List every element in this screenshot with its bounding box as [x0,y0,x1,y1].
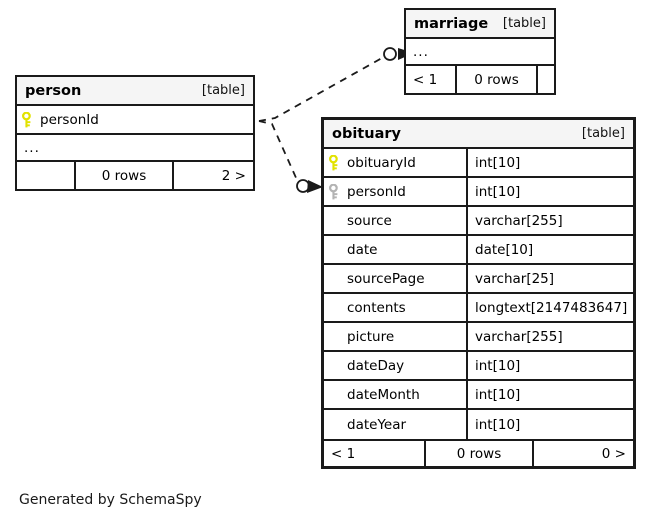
column-name: contents [347,299,406,316]
table-obituary-column-personId[interactable]: personId int[10] [324,178,633,207]
edge-line-person-marriage [258,57,383,122]
table-person-footer: 0 rows 2 > [17,162,253,189]
key-placeholder [324,236,344,263]
key-placeholder [324,294,344,321]
column-type: varchar[255] [466,207,633,234]
table-marriage-header: marriage [table] [406,10,554,39]
column-name: personId [347,183,406,200]
column-name: source [347,212,392,229]
table-person-footer-right: 2 > [221,167,246,184]
key-placeholder [324,207,344,234]
edge-line-person-obituary [258,120,298,181]
table-obituary-column-dateDay[interactable]: dateDay int[10] [324,352,633,381]
table-marriage-footer-right [538,66,554,93]
table-obituary-column-dateMonth[interactable]: dateMonth int[10] [324,381,633,410]
table-obituary-column-source[interactable]: source varchar[255] [324,207,633,236]
table-obituary-footer-middle: 0 rows [424,441,534,466]
table-person-column-personId[interactable]: personId [17,106,253,135]
table-person-footer-left [17,162,74,189]
column-name: dateMonth [347,386,420,403]
table-obituary-column-sourcePage[interactable]: sourcePage varchar[25] [324,265,633,294]
column-name: picture [347,328,395,345]
table-obituary-footer-left: < 1 [331,445,356,462]
table-obituary-column-contents[interactable]: contents longtext[2147483647] [324,294,633,323]
table-marriage-ellipsis-row: ... [406,39,554,66]
table-obituary-title: obituary [332,125,401,142]
table-obituary-footer: < 1 0 rows 0 > [324,439,633,466]
table-person-footer-middle: 0 rows [74,162,174,189]
column-name: sourcePage [347,270,425,287]
column-type: int[10] [466,149,633,176]
column-name: dateYear [347,416,407,433]
table-obituary-column-dateYear[interactable]: dateYear int[10] [324,410,633,439]
table-person-title: person [25,82,82,99]
table-marriage-kind: [table] [502,16,546,31]
table-obituary-header: obituary [table] [324,120,633,149]
table-person-ellipsis-row: ... [17,135,253,162]
relationship-person-marriage [258,47,414,122]
table-marriage-footer: < 1 0 rows [406,66,554,93]
table-person-header: person [table] [17,77,253,106]
primary-key-icon [17,106,37,133]
column-name: date [347,241,378,258]
table-obituary-column-picture[interactable]: picture varchar[255] [324,323,633,352]
column-name: obituaryId [347,154,416,171]
primary-key-icon [324,149,344,176]
relationship-person-obituary [258,120,323,193]
key-placeholder [324,323,344,350]
generator-caption: Generated by SchemaSpy [19,492,202,508]
table-marriage-title: marriage [414,15,489,32]
table-person-kind: [table] [201,83,245,98]
key-placeholder [324,410,344,439]
table-marriage-footer-middle: 0 rows [455,66,538,93]
column-type: longtext[2147483647] [466,294,633,321]
column-type: int[10] [466,352,633,379]
table-obituary-column-date[interactable]: date date[10] [324,236,633,265]
column-type: int[10] [466,381,633,408]
edge-circle-marker-marriage [383,47,397,61]
table-person[interactable]: person [table] personId ... 0 rows 2 > [15,75,255,191]
table-marriage-footer-left: < 1 [413,71,438,88]
key-placeholder [324,381,344,408]
table-obituary-kind: [table] [581,126,625,141]
column-type: int[10] [466,178,633,205]
table-obituary-columns: obituaryId int[10] personId int[10] source va… [324,149,633,439]
edge-circle-marker-obituary [296,179,310,193]
key-placeholder [324,265,344,292]
column-name: dateDay [347,357,405,374]
column-type: int[10] [466,410,633,439]
column-type: varchar[255] [466,323,633,350]
table-marriage[interactable]: marriage [table] ... < 1 0 rows [404,8,556,95]
table-person-column-name: personId [40,111,99,128]
column-type: date[10] [466,236,633,263]
column-type: varchar[25] [466,265,633,292]
foreign-key-icon [324,178,344,205]
key-placeholder [324,352,344,379]
table-obituary-column-obituaryId[interactable]: obituaryId int[10] [324,149,633,178]
table-obituary-footer-right: 0 > [601,445,626,462]
